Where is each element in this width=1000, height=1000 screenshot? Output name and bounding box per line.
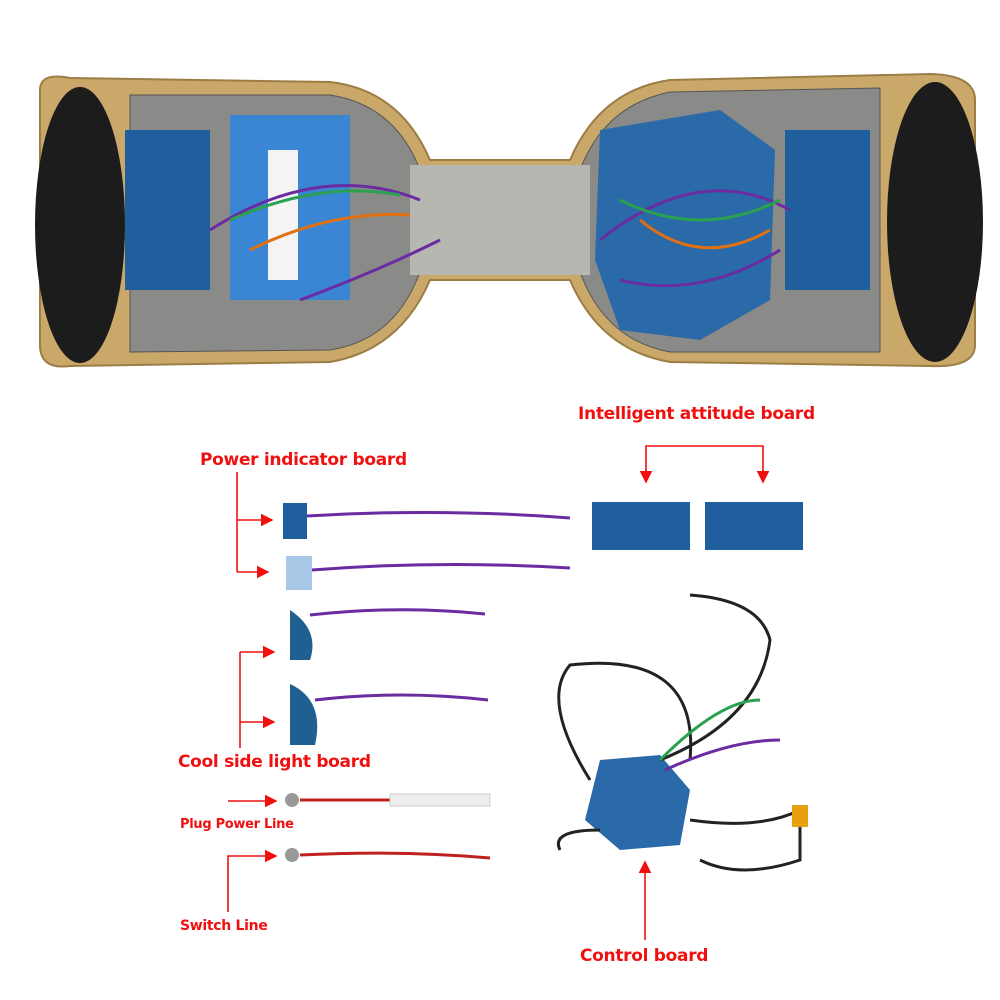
hoverboard-photo [35, 72, 983, 368]
callout-arrows [227, 445, 770, 940]
label-plug-power-line: Plug Power Line [180, 817, 294, 832]
left-wheel [35, 87, 125, 363]
power-indicator-board-1 [283, 503, 307, 539]
label-cool-side-light-board: Cool side light board [178, 752, 371, 772]
right-wheel-board [785, 130, 870, 290]
attitude-board-right [705, 502, 803, 550]
center-hinge [410, 165, 590, 275]
right-wheel [887, 82, 983, 362]
switch-connector [285, 848, 299, 862]
control-board-image [585, 755, 690, 850]
side-light-board-1 [290, 610, 313, 660]
label-switch-line: Switch Line [180, 918, 268, 934]
attitude-board-left [592, 502, 690, 550]
label-power-indicator-board: Power indicator board [200, 450, 407, 470]
label-intelligent-attitude-board: Intelligent attitude board [578, 404, 815, 424]
left-wheel-board [125, 130, 210, 290]
side-light-board-2 [290, 684, 318, 745]
power-indicator-board-2 [286, 556, 312, 590]
plug-connector [285, 793, 299, 807]
label-control-board: Control board [580, 946, 709, 966]
